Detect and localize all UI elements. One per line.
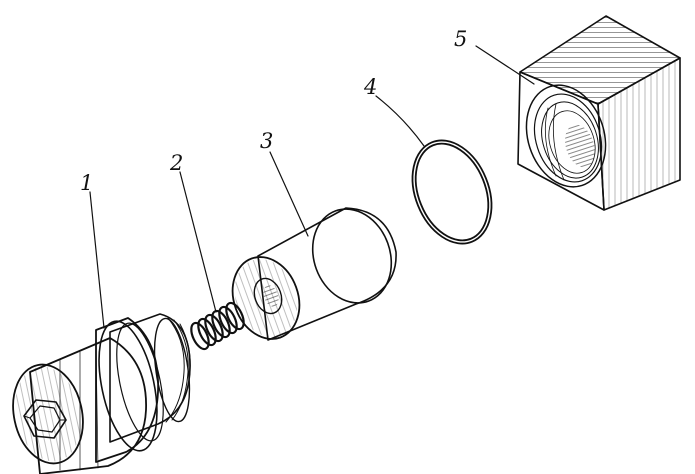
leader-line-3 <box>269 151 309 237</box>
callout-1: 1 <box>80 171 93 195</box>
part-4-o-ring <box>411 139 493 245</box>
leader-lines <box>89 45 535 329</box>
part-3-filter-element <box>231 207 397 341</box>
callout-2: 2 <box>169 151 183 175</box>
callout-5: 5 <box>454 27 467 51</box>
part-1-filter-housing-cap <box>12 313 191 474</box>
callouts: 1 2 3 4 5 <box>80 27 467 195</box>
callout-4: 4 <box>363 75 377 99</box>
part-2-coil-spring <box>190 301 245 351</box>
leader-line-5 <box>475 45 535 85</box>
leader-line-2 <box>179 171 217 313</box>
callout-3: 3 <box>260 129 273 153</box>
leader-line-4 <box>375 95 425 147</box>
leader-line-1 <box>89 191 105 329</box>
part-5-housing-block <box>517 15 681 211</box>
